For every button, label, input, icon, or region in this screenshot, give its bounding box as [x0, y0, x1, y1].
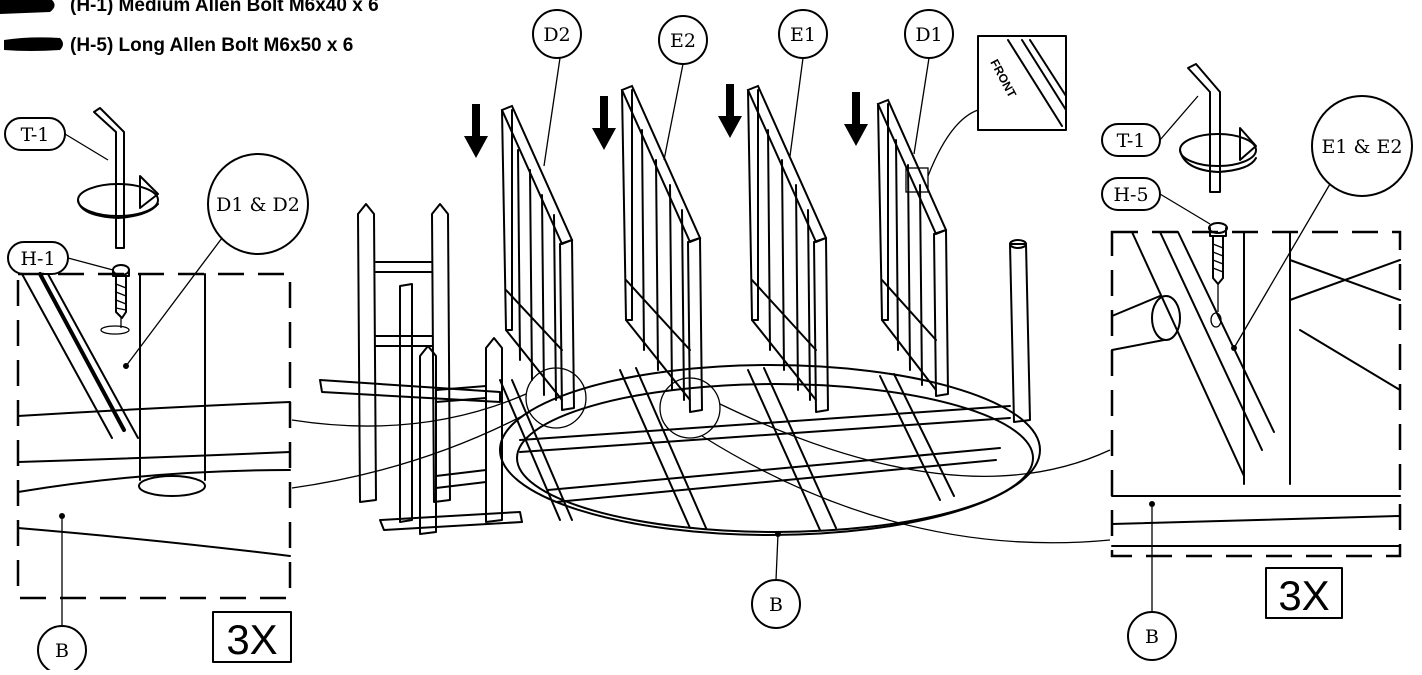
b-center-label: B: [769, 594, 783, 616]
h5-bolt-icon: [1208, 222, 1228, 328]
e1-label: E1: [790, 24, 816, 46]
center-assembly: D2 E2 E1 D1 B FRONT: [291, 9, 1111, 629]
down-arrow-icon: [464, 104, 488, 158]
b-right-label: B: [1145, 626, 1159, 648]
d1-d2-label: D1 & D2: [216, 194, 300, 216]
right-detail: T-1 H-5 E1 & E2 B 3X: [1101, 63, 1413, 661]
h1-left-label: H-1: [20, 248, 55, 270]
side-ladder: [357, 203, 503, 535]
h5-right-label: H-5: [1113, 184, 1148, 206]
medium-bolt-label: (H-1) Medium Allen Bolt M6x40 x 6: [70, 0, 379, 16]
long-bolt-icon: [4, 37, 63, 51]
down-arrow-icon: [592, 96, 616, 150]
allen-key-right-icon: [1179, 63, 1257, 193]
base-ring: [499, 364, 1041, 536]
d1-label: D1: [915, 24, 942, 46]
allen-key-left-icon: [77, 107, 159, 249]
multiplier-left: 3X: [226, 616, 277, 663]
t1-right-label: T-1: [1117, 130, 1146, 152]
front-label: FRONT: [987, 57, 1019, 101]
d2-label: D2: [543, 24, 570, 46]
multiplier-right: 3X: [1278, 572, 1329, 619]
panel-d2: [500, 104, 575, 411]
b-left-label: B: [55, 640, 69, 662]
long-bolt-label: (H-5) Long Allen Bolt M6x50 x 6: [70, 35, 353, 56]
down-arrow-icon: [844, 92, 868, 146]
parts-list: (H-1) Medium Allen Bolt M6x40 x 6 (H-5) …: [0, 0, 379, 56]
e2-label: E2: [670, 30, 696, 52]
e1-e2-label: E1 & E2: [1322, 136, 1403, 158]
h1-bolt-icon: [100, 264, 130, 335]
panel-e1: [746, 84, 829, 413]
panel-e2: [620, 84, 703, 413]
left-detail: T-1 H-1 D1 & D2 B 3X: [4, 107, 309, 675]
front-inset: FRONT: [927, 35, 1067, 177]
medium-bolt-icon: [0, 0, 55, 14]
down-arrow-icon: [718, 84, 742, 138]
panel-d1: [876, 98, 949, 397]
t1-left-label: T-1: [21, 124, 50, 146]
